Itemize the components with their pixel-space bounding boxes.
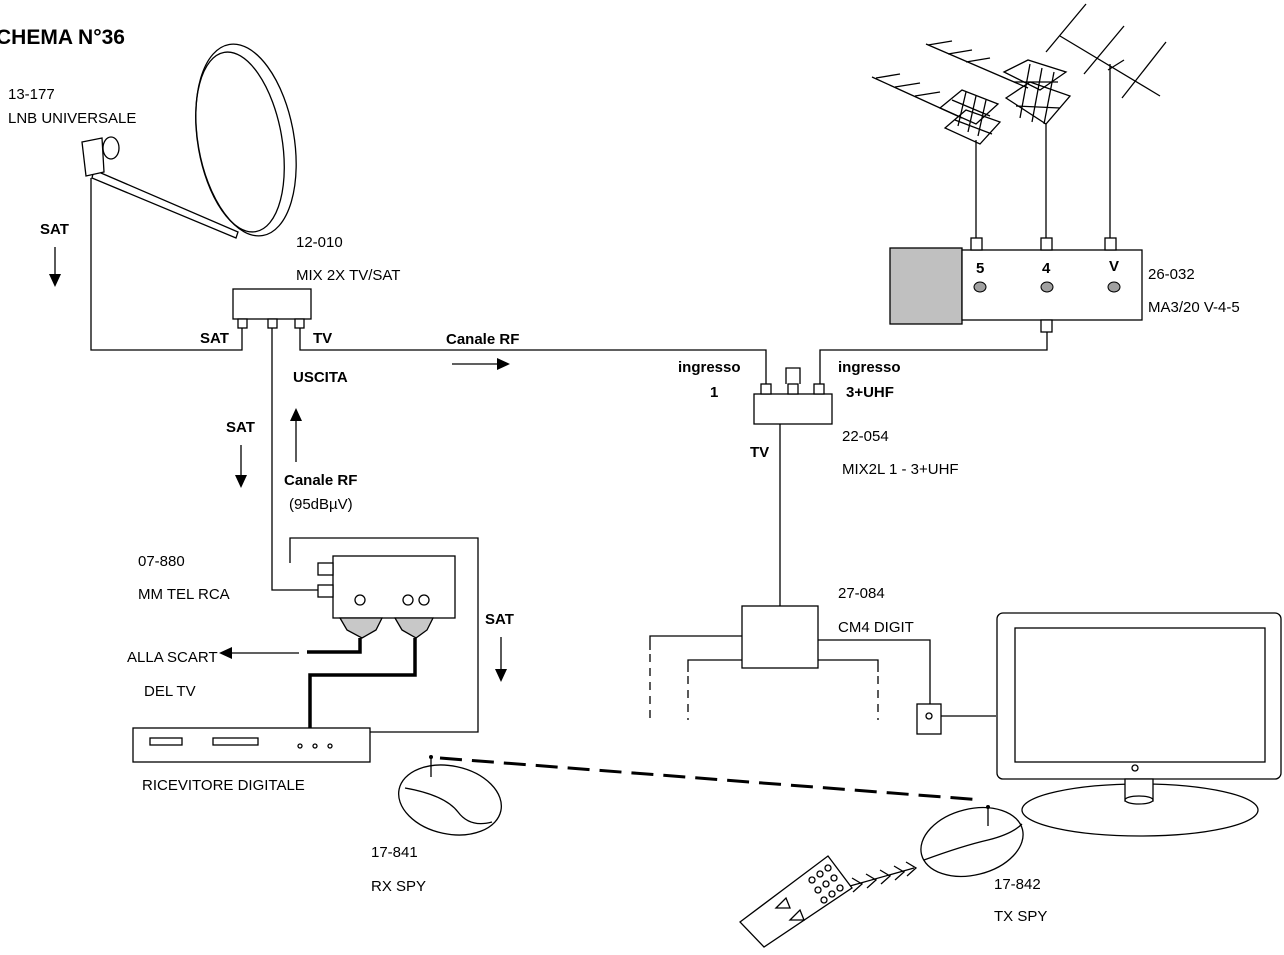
sat-label-middle: SAT <box>226 419 255 436</box>
amp-input-4: 4 <box>1042 260 1051 277</box>
scart-label-1: ALLA SCART <box>127 649 218 666</box>
arrow-left-icon <box>219 647 299 659</box>
arrow-down-icon <box>49 247 61 287</box>
sat-label-left: SAT <box>40 221 69 238</box>
tx-spy-icon <box>920 805 1024 878</box>
ingresso2-label: ingresso <box>838 359 901 376</box>
canale-rf-top-label: Canale RF <box>446 331 519 348</box>
antenna-uhf-left-icon <box>871 73 1002 238</box>
cm4-splitter-box <box>649 605 931 720</box>
cable-mix-to-modulator <box>271 328 318 591</box>
cm4-name: CM4 DIGIT <box>838 619 914 636</box>
cm4-code: 27-084 <box>838 585 885 602</box>
arrow-down-icon <box>495 637 507 682</box>
ingresso1-num: 1 <box>710 384 718 401</box>
receiver-label: RICEVITORE DIGITALE <box>142 777 305 794</box>
tx-spy-name: TX SPY <box>994 908 1047 925</box>
modulator-box <box>317 555 456 639</box>
arrow-up-icon <box>290 408 302 462</box>
antenna-vhf-icon <box>1045 3 1167 238</box>
mix2l-tv-label: TV <box>750 444 769 461</box>
canale-rf-mid-label: Canale RF <box>284 472 357 489</box>
modulator-name: MM TEL RCA <box>138 586 230 603</box>
amp-input-5: 5 <box>976 260 984 277</box>
mix-2x-tv-sat <box>232 288 312 329</box>
cable-mix-to-mix2l <box>299 328 767 384</box>
modulator-code: 07-880 <box>138 553 185 570</box>
amplifier-box <box>889 237 1143 333</box>
arrow-down-icon <box>235 445 247 488</box>
cable-rca-to-receiver <box>308 638 417 728</box>
cable-amp-to-mix2l <box>819 332 1048 384</box>
mix-code: 12-010 <box>296 234 343 251</box>
tx-spy-code: 17-842 <box>994 876 1041 893</box>
uscita-label: USCITA <box>293 369 348 386</box>
mix2l-code: 22-054 <box>842 428 889 445</box>
rx-spy-icon <box>397 755 503 836</box>
mix2l-name: MIX2L 1 - 3+UHF <box>842 461 959 478</box>
mix2l-box <box>753 367 833 425</box>
svg-text:LNB UNIVERSALE: LNB UNIVERSALE <box>8 110 136 127</box>
diagram-title: CHEMA N°36 <box>0 26 125 49</box>
lnb-label: 13-177 LNB UNIVERSALE <box>8 86 136 127</box>
cable-scart <box>307 638 362 654</box>
svg-text:13-177: 13-177 <box>8 86 55 103</box>
ingresso1-label: ingresso <box>678 359 741 376</box>
remote-control-icon <box>739 855 853 948</box>
ingresso2-num: 3+UHF <box>846 384 894 401</box>
antenna-uhf-center-icon <box>925 40 1072 238</box>
amp-code: 26-032 <box>1148 266 1195 283</box>
cable-lnb-to-mix <box>90 178 243 351</box>
rx-spy-code: 17-841 <box>371 844 418 861</box>
cable-sat-to-receiver <box>289 537 479 733</box>
amp-input-v: V <box>1109 258 1119 275</box>
television-icon <box>996 612 1282 837</box>
rx-spy-name: RX SPY <box>371 878 426 895</box>
wall-socket-icon <box>916 703 996 735</box>
mix-sat-label: SAT <box>200 330 229 347</box>
digital-receiver-icon <box>132 727 371 763</box>
amp-name: MA3/20 V-4-5 <box>1148 299 1240 316</box>
scart-label-2: DEL TV <box>144 683 196 700</box>
wireless-link <box>439 756 983 802</box>
satellite-dish-icon <box>81 43 297 239</box>
ir-signal-icon <box>849 861 918 893</box>
sat-label-right: SAT <box>485 611 514 628</box>
level-label: (95dBµV) <box>289 496 353 513</box>
arrow-right-icon <box>452 358 510 370</box>
mix-name: MIX 2X TV/SAT <box>296 267 400 284</box>
mix-tv-label: TV <box>313 330 332 347</box>
